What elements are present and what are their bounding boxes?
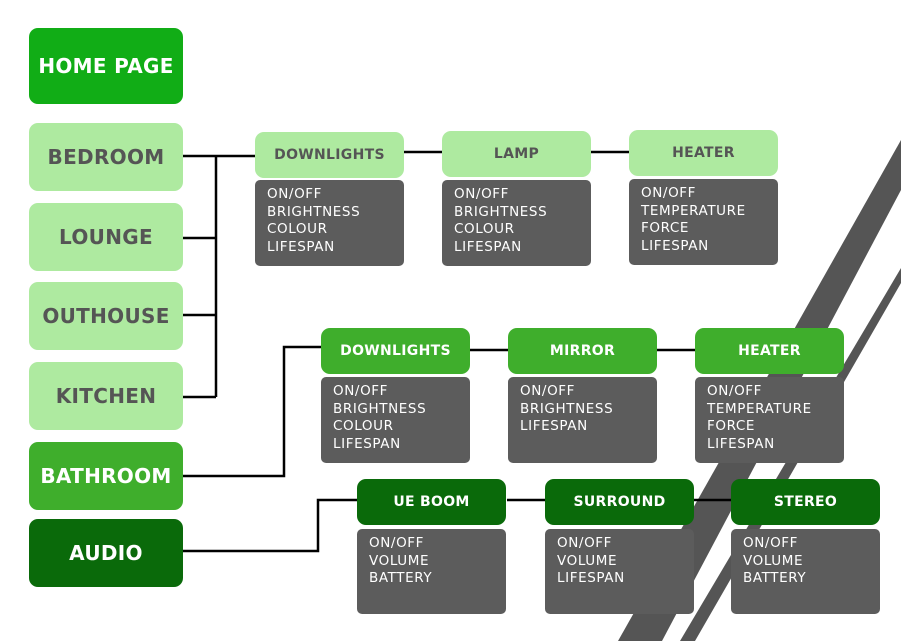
control-item[interactable]: COLOUR — [267, 221, 328, 237]
control-item[interactable]: FORCE — [641, 220, 690, 236]
control-item[interactable]: LIFESPAN — [520, 418, 588, 434]
device-controls-panel: ON/OFF BRIGHTNESS COLOUR LIFESPAN — [321, 377, 470, 463]
control-item[interactable]: BRIGHTNESS — [267, 203, 361, 220]
device-ue-boom-button[interactable]: UE BOOM — [357, 479, 506, 525]
device-controls-panel: ON/OFF VOLUME BATTERY — [357, 529, 506, 614]
control-item[interactable]: LIFESPAN — [557, 570, 625, 586]
control-item[interactable]: LIFESPAN — [707, 435, 775, 452]
control-item[interactable]: ON/OFF — [557, 535, 613, 551]
device-surround-button[interactable]: SURROUND — [545, 479, 694, 525]
device-mirror-button[interactable]: MIRROR — [508, 328, 657, 374]
control-item[interactable]: ON/OFF — [520, 383, 576, 399]
room-outhouse-button[interactable]: OUTHOUSE — [29, 282, 183, 350]
device-controls-panel: ON/OFF TEMPERATURE FORCE LIFESPAN — [695, 377, 844, 463]
device-controls-panel: ON/OFF VOLUME LIFESPAN — [545, 529, 694, 614]
room-lounge-button[interactable]: LOUNGE — [29, 203, 183, 271]
control-item[interactable]: COLOUR — [454, 221, 515, 237]
control-item[interactable]: LIFESPAN — [641, 237, 709, 254]
control-item[interactable]: ON/OFF — [369, 535, 425, 551]
room-audio-button[interactable]: AUDIO — [29, 519, 183, 587]
control-item[interactable]: BRIGHTNESS — [520, 400, 614, 417]
device-controls-panel: ON/OFF BRIGHTNESS COLOUR LIFESPAN — [442, 180, 591, 266]
control-item[interactable]: BATTERY — [369, 570, 433, 586]
control-item[interactable]: ON/OFF — [641, 185, 697, 201]
control-item[interactable]: VOLUME — [557, 552, 618, 569]
control-item[interactable]: TEMPERATURE — [641, 202, 746, 219]
device-lamp-button[interactable]: LAMP — [442, 131, 591, 177]
home-page-button[interactable]: HOME PAGE — [29, 28, 183, 104]
control-item[interactable]: VOLUME — [743, 552, 804, 569]
device-controls-panel: ON/OFF TEMPERATURE FORCE LIFESPAN — [629, 179, 778, 265]
control-item[interactable]: LIFESPAN — [454, 238, 522, 255]
control-item[interactable]: TEMPERATURE — [707, 400, 812, 417]
device-controls-panel: ON/OFF BRIGHTNESS LIFESPAN — [508, 377, 657, 463]
device-downlights-button[interactable]: DOWNLIGHTS — [255, 132, 404, 178]
control-item[interactable]: LIFESPAN — [267, 238, 335, 255]
control-item[interactable]: ON/OFF — [454, 186, 510, 202]
device-downlights-button[interactable]: DOWNLIGHTS — [321, 328, 470, 374]
control-item[interactable]: LIFESPAN — [333, 435, 401, 452]
control-item[interactable]: FORCE — [707, 418, 756, 434]
device-controls-panel: ON/OFF VOLUME BATTERY — [731, 529, 880, 614]
control-item[interactable]: COLOUR — [333, 418, 394, 434]
control-item[interactable]: ON/OFF — [267, 186, 323, 202]
device-stereo-button[interactable]: STEREO — [731, 479, 880, 525]
device-heater-button[interactable]: HEATER — [629, 130, 778, 176]
room-kitchen-button[interactable]: KITCHEN — [29, 362, 183, 430]
control-item[interactable]: ON/OFF — [333, 383, 389, 399]
device-controls-panel: ON/OFF BRIGHTNESS COLOUR LIFESPAN — [255, 180, 404, 266]
control-item[interactable]: ON/OFF — [743, 535, 799, 551]
device-heater-button[interactable]: HEATER — [695, 328, 844, 374]
control-item[interactable]: BRIGHTNESS — [454, 203, 548, 220]
control-item[interactable]: VOLUME — [369, 552, 430, 569]
control-item[interactable]: BRIGHTNESS — [333, 400, 427, 417]
control-item[interactable]: ON/OFF — [707, 383, 763, 399]
control-item[interactable]: BATTERY — [743, 570, 807, 586]
room-bedroom-button[interactable]: BEDROOM — [29, 123, 183, 191]
room-bathroom-button[interactable]: BATHROOM — [29, 442, 183, 510]
